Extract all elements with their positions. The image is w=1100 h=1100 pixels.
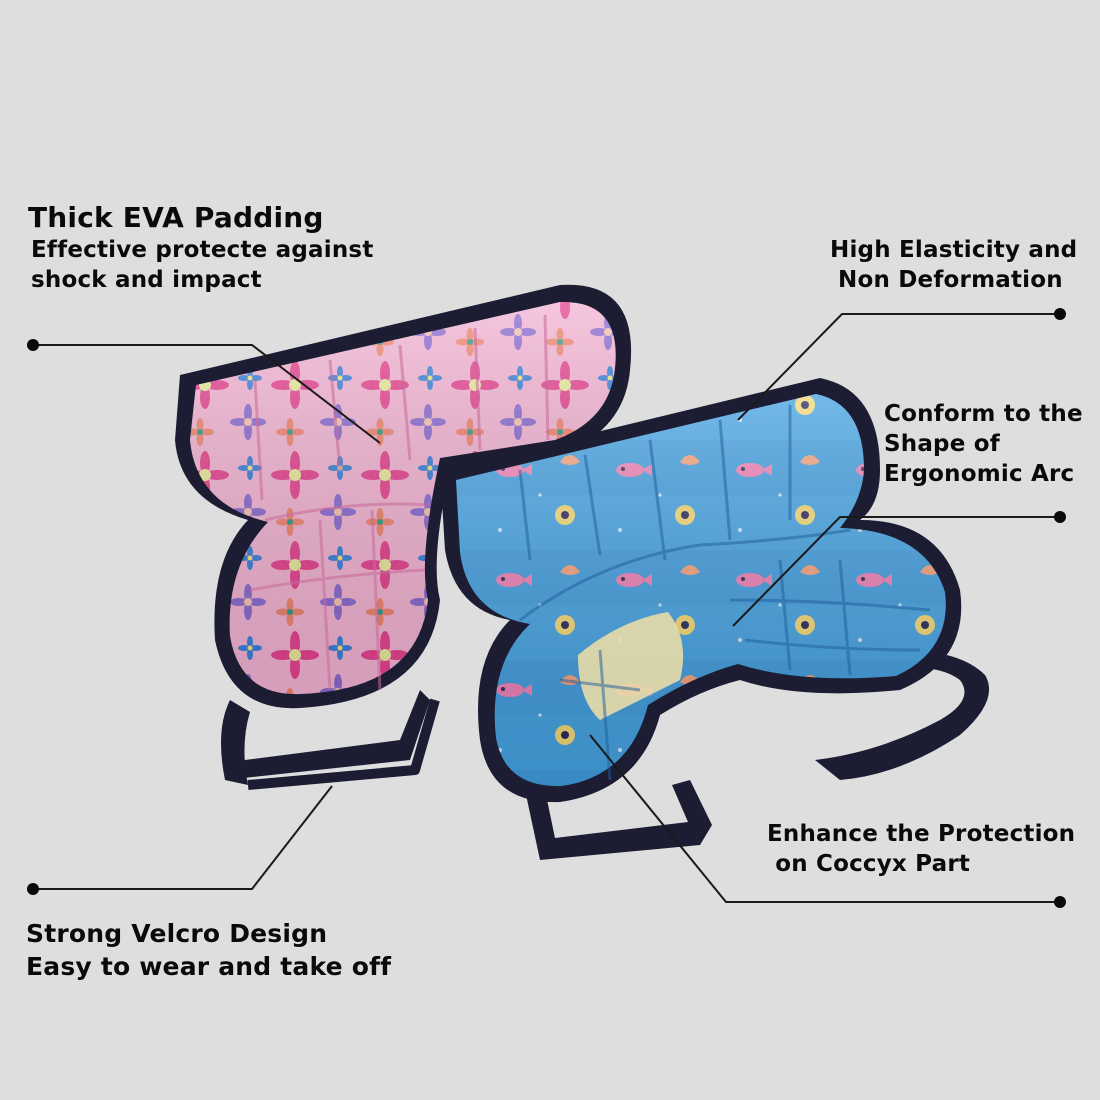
callout-dots	[27, 308, 1066, 908]
feature-line: Shape of	[884, 430, 1000, 457]
feature-ergonomic-arc: Conform to the Shape of Ergonomic Arc	[884, 400, 1083, 490]
pink-floral-hip-pad	[175, 284, 632, 790]
feature-line: Conform to the	[884, 401, 1083, 427]
feature-thick-eva-padding: Thick EVA Padding Effective protecte aga…	[28, 200, 374, 296]
feature-line: Non Deformation	[838, 266, 1063, 293]
feature-line: on Coccyx Part	[767, 850, 971, 877]
feature-line: shock and impact	[31, 267, 262, 294]
feature-line: Strong Velcro Design	[26, 919, 328, 948]
feature-high-elasticity: High Elasticity and Non Deformation	[830, 236, 1077, 296]
blue-ocean-hip-pad	[440, 378, 990, 860]
feature-line: Enhance the Protection	[767, 821, 1076, 847]
callout-dot-eva	[27, 339, 39, 351]
callout-lines	[33, 313, 1060, 903]
feature-line: Effective protecte against	[31, 237, 374, 264]
feature-line: High Elasticity and	[830, 237, 1078, 263]
feature-line: Ergonomic Arc	[884, 460, 1075, 487]
callout-dot-elasticity	[1054, 308, 1066, 320]
feature-coccyx-protection: Enhance the Protection on Coccyx Part	[767, 820, 1075, 880]
feature-title: Thick EVA Padding	[28, 201, 324, 234]
callout-dot-ergonomic	[1054, 511, 1066, 523]
callout-dot-velcro	[27, 883, 39, 895]
callout-dot-coccyx	[1054, 896, 1066, 908]
feature-line: Easy to wear and take off	[26, 951, 392, 981]
feature-velcro-design: Strong Velcro Design Easy to wear and ta…	[26, 918, 391, 983]
